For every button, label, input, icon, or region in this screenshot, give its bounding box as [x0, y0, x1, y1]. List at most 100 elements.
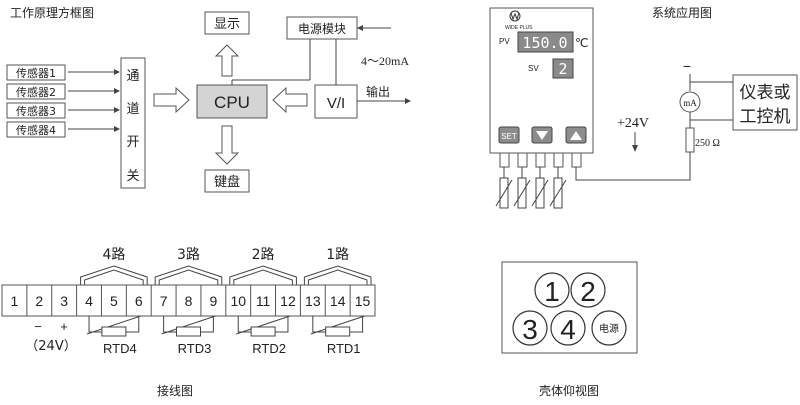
channel-bracket-inner: [84, 269, 144, 285]
switch-char-1: 通: [126, 69, 139, 84]
pv-value: 150.0: [522, 34, 567, 52]
rtd-diagonal: [236, 315, 291, 335]
channel-bracket-inner: [233, 269, 293, 285]
rtd-resistor-icon: [250, 326, 276, 337]
socket-2-label: 2: [580, 276, 596, 307]
sensor-label-3: 传感器3: [16, 105, 56, 118]
rtd-diagonal: [310, 315, 365, 335]
rtd-resistor-icon: [176, 326, 201, 337]
meter-terminals: [499, 152, 582, 168]
sensor-leads: [495, 167, 567, 209]
switch-char-2: 道: [126, 102, 139, 117]
terminal-label: 5: [110, 293, 118, 309]
display-box: [204, 11, 250, 35]
display-label: 显示: [214, 17, 240, 32]
socket-2: [570, 272, 606, 308]
keyboard-to-cpu-arrow: [214, 125, 240, 165]
terminal-label: 7: [160, 293, 168, 309]
down-arrow-icon: [536, 131, 548, 140]
sv-display: [552, 58, 574, 79]
terminal-label: 2: [35, 293, 43, 309]
switch-char-3: 开: [126, 135, 139, 150]
rtd-label: RTD4: [103, 341, 137, 356]
resistor-label: 250 Ω: [695, 138, 720, 149]
rtd-label: RTD1: [327, 341, 361, 356]
brand-logo-icon: [509, 10, 521, 22]
output-label: 输出: [366, 84, 390, 99]
supply-label: +24V: [617, 116, 649, 131]
switch-char-4: 关: [126, 169, 139, 184]
terminal-label: 3: [60, 293, 68, 309]
resistor-icon: [685, 127, 695, 153]
sv-value: 2: [558, 60, 567, 78]
socket-3-label: 3: [522, 314, 538, 345]
terminal-label: 15: [355, 293, 371, 309]
ground-minus-label: −: [683, 58, 691, 74]
vi-to-cpu-arrow: [272, 86, 308, 114]
power-socket: [591, 310, 627, 346]
pv-display: [517, 31, 574, 53]
keyboard-label: 键盘: [214, 174, 240, 190]
up-arrow-icon: [570, 131, 582, 140]
channel-label: 1路: [326, 247, 349, 263]
terminal-label: 1: [11, 293, 19, 309]
channel-label: 2路: [252, 247, 275, 263]
sv-label: SV: [528, 64, 539, 73]
current-range-label: 4～20mA: [361, 54, 409, 68]
terminal-label: 14: [330, 293, 346, 309]
keyboard-box: [204, 169, 250, 193]
cpu-box: [196, 84, 268, 119]
sensor-box-4: [6, 121, 66, 138]
channel-bracket: [154, 265, 223, 285]
sensor-label-4: 传感器4: [16, 124, 56, 137]
power-socket-label: 电源: [599, 322, 619, 335]
instrument-label-line1: 仪表或: [740, 83, 791, 103]
socket-3: [512, 310, 548, 346]
brand-text: WIDE PLUS: [505, 25, 533, 31]
channel-bracket-inner: [307, 269, 368, 285]
sensor-box-3: [6, 102, 66, 119]
wiring-plus-label: +: [60, 319, 68, 334]
cpu-label: CPU: [214, 93, 250, 112]
rtd-diagonal: [161, 315, 216, 335]
sensor-box-2: [6, 83, 66, 100]
terminal-label: 8: [185, 293, 193, 309]
socket-4-label: 4: [560, 314, 576, 345]
output-wire: [575, 148, 691, 181]
switch-to-cpu-arrow: [153, 86, 190, 114]
instrument-label-line2: 工控机: [740, 107, 791, 127]
rtd-resistor-icon: [101, 326, 127, 337]
set-key: [498, 126, 520, 144]
block-diagram: 工作原理方框图 传感器1 传感器2 传感器3 传感器4 通 道 开 关: [6, 5, 411, 193]
cpu-to-display-arrow: [214, 44, 240, 77]
app-diagram: 系统应用图 WIDE PLUS PV 150.0 ℃ SV 2 SET: [489, 5, 798, 209]
terminal-label: 10: [230, 293, 246, 309]
terminal-label: 13: [305, 293, 321, 309]
rtd-label: RTD3: [178, 341, 212, 356]
rtd-group: RTD4 RTD3 RTD2 RTD1: [86, 315, 365, 356]
channel-label: 3路: [177, 247, 200, 263]
sensor-arrows: [68, 69, 120, 132]
terminal-label: 9: [209, 293, 217, 309]
channel-bracket: [303, 265, 372, 285]
instrument-box: [732, 74, 798, 131]
channel-labels: 4路 3路 2路 1路: [80, 247, 372, 285]
terminal-label: 11: [256, 293, 271, 309]
socket-1-label: 1: [544, 276, 560, 307]
app-diagram-title: 系统应用图: [652, 5, 712, 20]
channel-label: 4路: [102, 247, 125, 263]
unit-label: ℃: [575, 36, 588, 50]
terminal-label: 12: [280, 293, 296, 309]
rtd-resistor-icon: [325, 326, 351, 337]
rtd-diagonal: [86, 315, 141, 335]
block-diagram-title: 工作原理方框图: [10, 5, 94, 20]
pv-label: PV: [499, 37, 510, 46]
sensor-box-1: [6, 64, 66, 81]
channel-switch-box: [120, 57, 146, 189]
rtd-label: RTD2: [252, 341, 286, 356]
shell-view: 1 2 3 4 电源 壳体仰视图: [501, 261, 638, 398]
socket-4: [550, 310, 586, 346]
